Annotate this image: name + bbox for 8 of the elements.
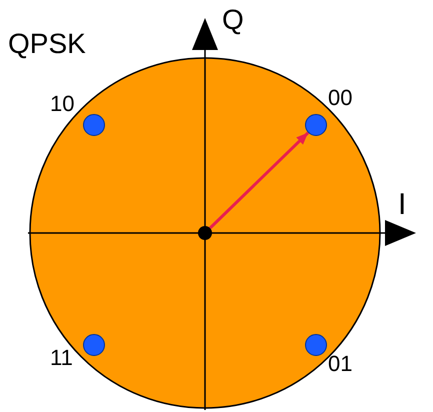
diagram-title: QPSK [8,30,86,58]
symbol-label: 00 [328,87,352,109]
symbol-label: 11 [50,347,73,369]
arrow [208,132,310,230]
axis-label: Q [222,6,244,34]
axis-label: I [398,190,406,220]
symbol-label: 01 [328,353,352,375]
symbol-label: 10 [50,93,74,115]
